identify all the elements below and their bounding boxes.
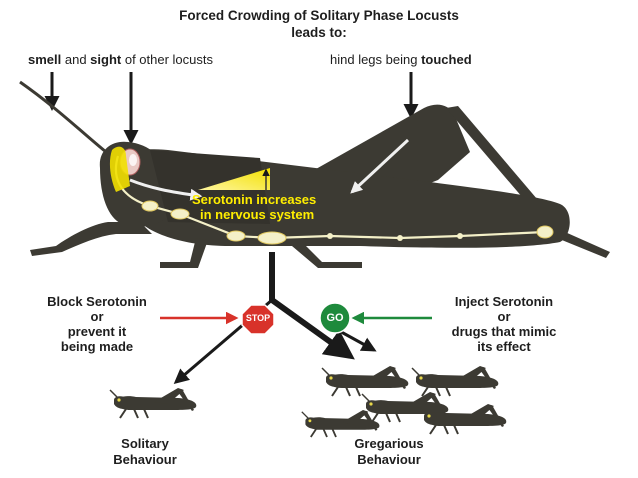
solitary-caption: Solitary Behaviour xyxy=(90,436,200,468)
go-sign-label: GO xyxy=(326,312,344,324)
serotonin-label: Serotonin increases in nervous system xyxy=(192,192,368,222)
stimulus-smell: smell xyxy=(28,52,62,67)
serotonin-line-1: Serotonin increases xyxy=(192,192,317,207)
solitary-line-1: Solitary xyxy=(121,436,169,451)
stimulus-touch: hind legs being touched xyxy=(330,52,530,67)
stimulus-smell-sight: smell and sight of other locusts xyxy=(28,52,290,67)
title-line-2: leads to: xyxy=(291,25,347,40)
stimulus-touched: touched xyxy=(421,52,472,67)
stimulus-and: and xyxy=(61,52,91,67)
block-line-1: Block Serotonin xyxy=(47,294,147,309)
locust-icon xyxy=(300,409,381,438)
gregarious-swarm xyxy=(300,365,508,438)
stop-sign-icon xyxy=(241,304,275,335)
gregarious-line-1: Gregarious xyxy=(354,436,424,451)
serotonin-ramp xyxy=(198,168,270,190)
title-line-1: Forced Crowding of Solitary Phase Locust… xyxy=(179,8,459,23)
inject-line-2: or xyxy=(497,309,511,324)
block-line-2: or xyxy=(90,309,104,324)
serotonin-line-2: in nervous system xyxy=(200,207,315,222)
stop-sign-label: STOP xyxy=(245,313,271,323)
locust-icon xyxy=(411,365,500,397)
locust-icon xyxy=(321,365,410,397)
stimulus-sight: sight xyxy=(90,52,122,67)
stimulus-hind-legs: hind legs being xyxy=(330,52,422,67)
solitary-locust-icon xyxy=(109,387,198,419)
block-line-4: being made xyxy=(60,339,134,354)
nervous-system xyxy=(109,138,554,245)
block-serotonin-text: Block Serotonin or prevent it being made xyxy=(22,294,172,354)
go-sign-icon xyxy=(319,302,351,334)
inject-line-3: drugs that mimic xyxy=(451,324,557,339)
inject-serotonin-text: Inject Serotonin or drugs that mimic its… xyxy=(424,294,584,354)
inject-line-4: its effect xyxy=(477,339,531,354)
inject-line-1: Inject Serotonin xyxy=(454,294,554,309)
stimulus-other-locusts: of other locusts xyxy=(121,52,214,67)
locust-icon xyxy=(19,80,610,268)
gregarious-line-2: Behaviour xyxy=(357,452,421,467)
gregarious-caption: Gregarious Behaviour xyxy=(334,436,444,468)
block-line-3: prevent it xyxy=(67,324,127,339)
solitary-line-2: Behaviour xyxy=(113,452,177,467)
